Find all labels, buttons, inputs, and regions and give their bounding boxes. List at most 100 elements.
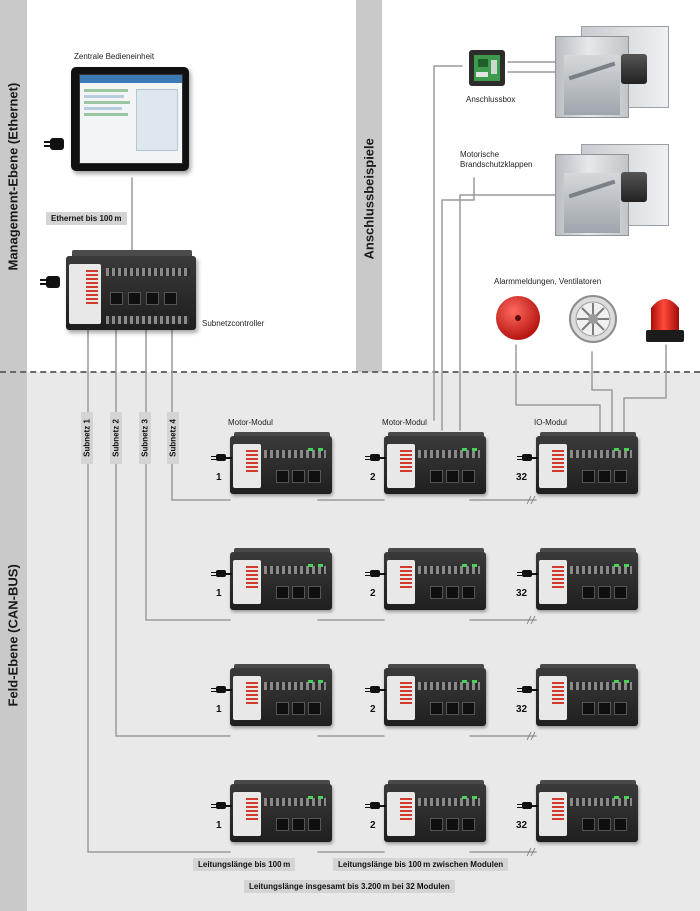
tablet-screen xyxy=(79,74,183,164)
module-port xyxy=(308,586,321,599)
module-number: 2 xyxy=(370,820,376,831)
damper-actuator xyxy=(621,172,647,202)
module-top xyxy=(234,780,330,786)
power-cord xyxy=(380,805,386,807)
damper-cable-4 xyxy=(459,194,561,431)
power-plug-icon xyxy=(211,570,226,577)
module-body xyxy=(384,552,486,610)
alarm-bell-icon xyxy=(496,296,540,340)
fan-icon xyxy=(569,295,617,343)
power-plug-icon xyxy=(365,686,380,693)
module-port xyxy=(614,586,627,599)
module-number: 1 xyxy=(216,820,222,831)
power-cord xyxy=(226,805,232,807)
subnet-3-tag: Subnetz 3 xyxy=(139,412,151,464)
power-cord xyxy=(532,457,538,459)
module-status-led xyxy=(308,448,313,451)
controller-port xyxy=(146,292,159,305)
module-number: 2 xyxy=(370,704,376,715)
field-module xyxy=(365,664,488,728)
fan-cable xyxy=(591,351,613,433)
power-plug-icon xyxy=(211,686,226,693)
power-plug-icon xyxy=(517,454,532,461)
level-label-strip xyxy=(0,0,27,911)
module-number: 1 xyxy=(216,704,222,715)
field-module xyxy=(517,432,640,496)
power-plug-icon xyxy=(517,802,532,809)
module-status-led xyxy=(472,448,477,451)
box-cable xyxy=(433,65,463,421)
damper-frame xyxy=(555,36,629,118)
power-plug-icon xyxy=(44,138,64,150)
module-terminals xyxy=(570,566,632,574)
field-module xyxy=(211,664,334,728)
cable-between-modules-label: Leitungslänge bis 100 m zwischen Modulen xyxy=(333,858,509,871)
module-terminals xyxy=(418,566,480,574)
bell-cable xyxy=(515,344,601,433)
motor-module-header-1: Motor-Modul xyxy=(228,418,273,427)
module-port xyxy=(430,818,443,831)
power-plug-icon xyxy=(40,276,60,288)
module-port xyxy=(582,470,595,483)
module-top xyxy=(540,664,636,670)
module-port xyxy=(598,818,611,831)
power-plug-icon xyxy=(365,802,380,809)
module-status-led xyxy=(614,796,619,799)
module-port xyxy=(276,586,289,599)
module-leds xyxy=(552,682,564,706)
controller-leds xyxy=(86,270,98,306)
tablet-screen-row xyxy=(84,89,128,92)
controller-port xyxy=(110,292,123,305)
power-plug-icon xyxy=(365,454,380,461)
power-cord xyxy=(532,573,538,575)
subnet-1-tag: Subnetz 1 xyxy=(81,412,93,464)
examples-label: Anschlussbeispiele xyxy=(361,138,377,260)
module-port xyxy=(462,586,475,599)
module-body xyxy=(384,784,486,842)
field-module xyxy=(211,432,334,496)
fire-damper-2 xyxy=(555,144,669,236)
module-port xyxy=(430,586,443,599)
io-module-header: IO-Modul xyxy=(534,418,567,427)
module-status-led xyxy=(614,680,619,683)
module-terminals xyxy=(418,682,480,690)
subnet-4-label: Subnetz 4 xyxy=(168,419,178,457)
module-status-led xyxy=(462,564,467,567)
module-port xyxy=(292,702,305,715)
module-port xyxy=(292,818,305,831)
module-port xyxy=(308,470,321,483)
module-status-led xyxy=(614,564,619,567)
module-port xyxy=(614,470,627,483)
power-plug-icon xyxy=(517,570,532,577)
module-body xyxy=(230,552,332,610)
module-top xyxy=(388,432,484,438)
module-leds xyxy=(552,798,564,822)
module-number: 32 xyxy=(516,472,528,483)
damper-frame xyxy=(555,154,629,236)
module-port xyxy=(292,586,305,599)
module-port xyxy=(308,818,321,831)
module-port xyxy=(446,586,459,599)
module-status-led xyxy=(462,796,467,799)
module-terminals xyxy=(570,450,632,458)
motor-dampers-caption-1: Motorische xyxy=(460,150,500,159)
module-number: 2 xyxy=(370,588,376,599)
module-port xyxy=(446,818,459,831)
module-status-led xyxy=(462,448,467,451)
module-body xyxy=(536,784,638,842)
field-module xyxy=(365,780,488,844)
module-port xyxy=(462,702,475,715)
module-port xyxy=(430,470,443,483)
power-cord xyxy=(532,805,538,807)
module-port xyxy=(598,470,611,483)
module-port xyxy=(582,586,595,599)
module-port xyxy=(430,702,443,715)
module-leds xyxy=(246,450,258,474)
module-number: 32 xyxy=(516,704,528,715)
damper-actuator xyxy=(621,54,647,84)
module-port xyxy=(276,702,289,715)
module-status-led xyxy=(318,448,323,451)
module-status-led xyxy=(308,796,313,799)
